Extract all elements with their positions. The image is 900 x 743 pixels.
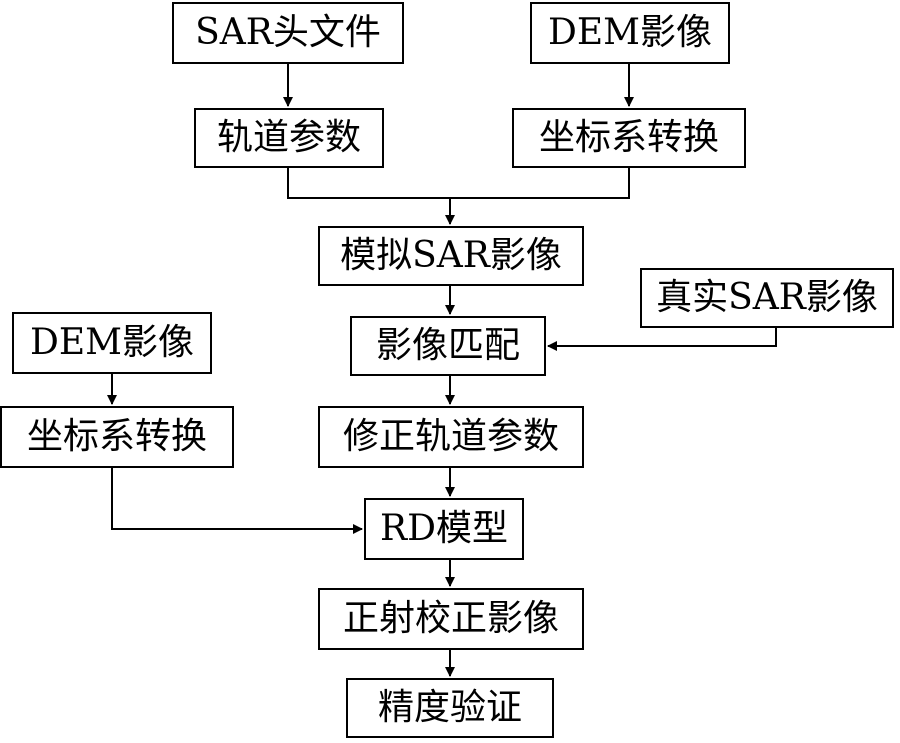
node-coordinate-transform-left: 坐标系转换 (0, 406, 234, 468)
node-label: RD模型 (380, 508, 508, 549)
node-label: DEM影像 (29, 322, 194, 363)
node-rd-model: RD模型 (364, 498, 524, 560)
node-label: 真实SAR影像 (656, 277, 878, 318)
node-image-matching: 影像匹配 (350, 316, 546, 376)
node-label: 坐标系转换 (26, 416, 207, 457)
node-accuracy-verification: 精度验证 (346, 678, 554, 738)
node-real-sar-image: 真实SAR影像 (640, 268, 894, 328)
node-label: 坐标系转换 (538, 117, 719, 158)
arrow-real-sar-to-matching (547, 328, 777, 351)
node-dem-image-top: DEM影像 (530, 2, 730, 64)
node-label: DEM影像 (547, 12, 712, 53)
node-dem-image-left: DEM影像 (12, 312, 212, 374)
node-label: 影像匹配 (375, 325, 520, 366)
node-sar-header-file: SAR头文件 (172, 2, 404, 64)
arrow-coord2-to-rd (111, 468, 363, 534)
node-label: 精度验证 (377, 687, 522, 728)
node-label: 模拟SAR影像 (340, 235, 562, 276)
line-orbit-merge (287, 168, 630, 199)
node-label: SAR头文件 (195, 12, 381, 53)
node-coordinate-transform-top: 坐标系转换 (512, 108, 746, 168)
node-corrected-orbit-parameters: 修正轨道参数 (318, 406, 584, 468)
node-simulated-sar-image: 模拟SAR影像 (318, 226, 584, 286)
node-label: 轨道参数 (216, 117, 361, 158)
node-label: 正射校正影像 (342, 598, 559, 639)
node-orthorectified-image: 正射校正影像 (318, 588, 584, 650)
node-orbit-parameters: 轨道参数 (194, 108, 384, 168)
node-label: 修正轨道参数 (342, 416, 559, 457)
